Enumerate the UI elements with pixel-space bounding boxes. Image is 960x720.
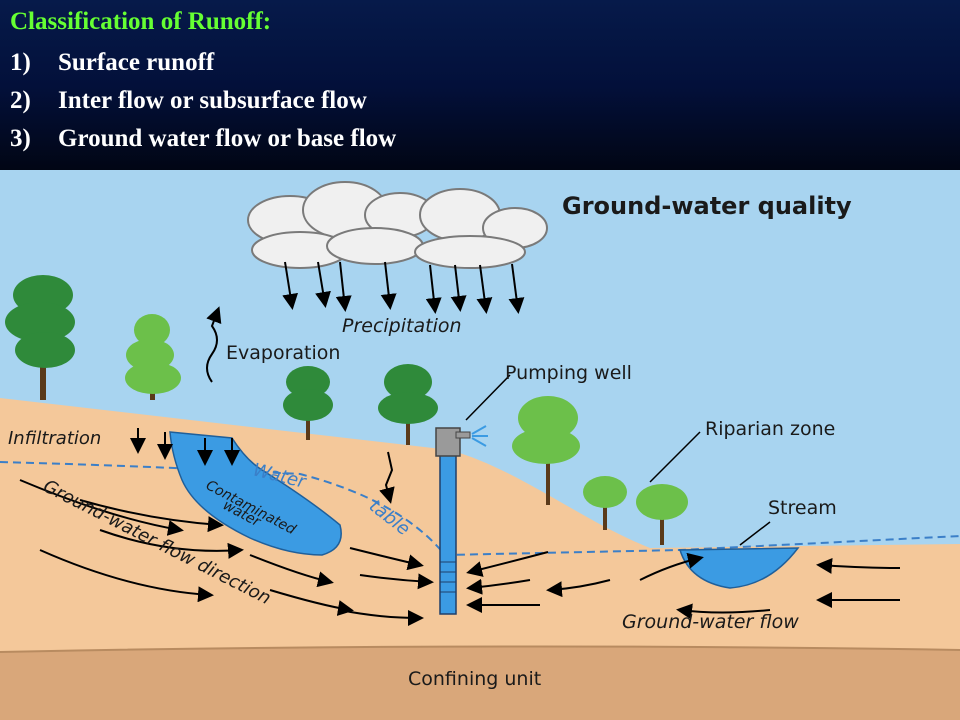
confining-unit-label: Confining unit xyxy=(408,668,541,690)
tree xyxy=(636,484,688,545)
gw-flow-label: Ground-water flow xyxy=(622,611,799,633)
precipitation-arrows xyxy=(282,261,525,314)
groundwater-flow-arrows xyxy=(19,479,901,626)
item-text: Inter flow or subsurface flow xyxy=(58,87,367,114)
water-table-line xyxy=(0,461,960,557)
item-text: Ground water flow or base flow xyxy=(58,125,397,152)
item-number: 2) xyxy=(10,87,31,114)
precipitation-label: Precipitation xyxy=(342,315,462,337)
stream-label: Stream xyxy=(768,497,837,519)
well-casing xyxy=(439,451,457,615)
slide-heading: Classification of Runoff: xyxy=(10,8,272,35)
clouds xyxy=(247,181,548,269)
runoff-item: 3) Ground water flow or base flow xyxy=(10,122,396,160)
evaporation-label: Evaporation xyxy=(226,342,340,364)
riparian-leader xyxy=(649,431,701,483)
confining-unit xyxy=(0,646,960,720)
well-leader xyxy=(465,374,511,421)
tree xyxy=(283,366,333,440)
riparian-zone-label: Riparian zone xyxy=(705,418,835,440)
diagram-title: Ground-water quality xyxy=(562,192,852,220)
evaporation-arrow xyxy=(206,306,222,383)
runoff-list: 1) Surface runoff 2) Inter flow or subsurf… xyxy=(10,46,396,160)
tree xyxy=(125,314,181,400)
item-number: 1) xyxy=(10,49,31,76)
pump-spout xyxy=(455,431,471,439)
tree xyxy=(5,275,75,400)
runoff-item: 1) Surface runoff xyxy=(10,46,396,84)
item-number: 3) xyxy=(10,125,31,152)
confining-boundary xyxy=(0,645,960,653)
groundwater-diagram: Ground-water quality Precipitation Evapo… xyxy=(0,170,960,720)
tree xyxy=(512,396,580,505)
stream-leader xyxy=(739,521,771,546)
tree xyxy=(378,364,438,445)
runoff-item: 2) Inter flow or subsurface flow xyxy=(10,84,396,122)
pumping-well-label: Pumping well xyxy=(505,362,632,384)
infiltration-arrows xyxy=(130,428,395,504)
tree xyxy=(583,476,627,530)
item-text: Surface runoff xyxy=(58,49,215,76)
infiltration-label: Infiltration xyxy=(8,428,101,449)
water-spray xyxy=(471,437,487,447)
water-spray xyxy=(471,425,487,435)
